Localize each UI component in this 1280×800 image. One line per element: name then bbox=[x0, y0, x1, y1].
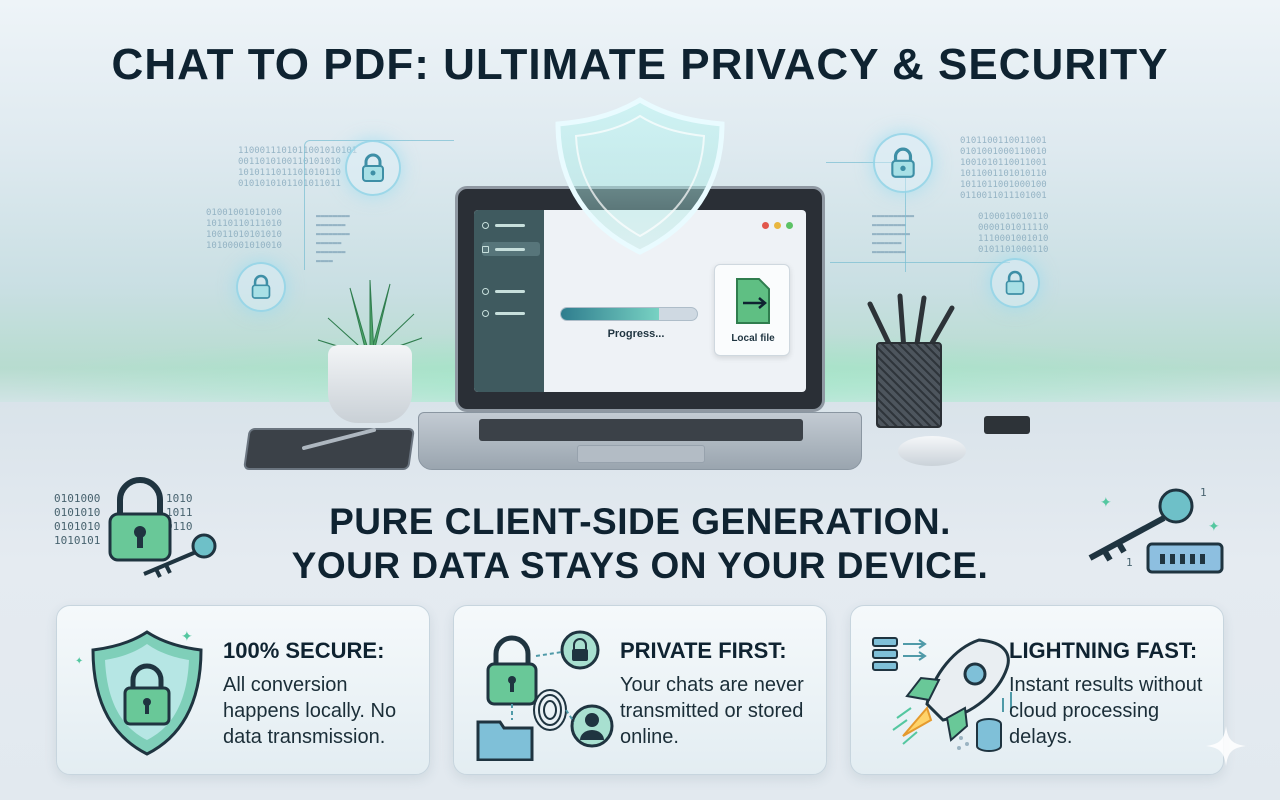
feature-text: All conversion happens locally. No data … bbox=[223, 674, 397, 748]
laptop-trackpad bbox=[577, 445, 705, 463]
file-icon bbox=[482, 245, 489, 253]
window-close-button[interactable] bbox=[762, 222, 769, 229]
lock-icon bbox=[873, 133, 933, 193]
laptop-base bbox=[418, 412, 862, 470]
feature-title: LIGHTNING FAST: bbox=[1009, 638, 1198, 663]
circuit-line bbox=[830, 262, 1010, 263]
sparkle-icon: ✦ bbox=[1208, 518, 1220, 534]
shield-icon bbox=[555, 97, 725, 255]
lock-icon bbox=[236, 262, 286, 312]
feature-card-private: PRIVATE FIRST: Your chats are never tran… bbox=[453, 605, 827, 775]
feature-card-secure: ✦ ✦ 100% SECURE: All conversion happens … bbox=[56, 605, 430, 775]
binary-stream-decoration: 0100010010110 0000101011110 111000100101… bbox=[978, 212, 1049, 255]
globe-icon bbox=[482, 221, 489, 229]
sidebar-item[interactable] bbox=[482, 220, 540, 230]
sidebar-item[interactable] bbox=[482, 308, 540, 318]
sparkle-icon: ✦ bbox=[1100, 494, 1112, 510]
local-file-card[interactable]: Local file bbox=[714, 264, 790, 356]
binary-stream-decoration: ▬▬▬▬▬▬▬▬▬▬ ▬▬▬▬▬▬▬▬ ▬▬▬▬▬▬▬▬▬ ▬▬▬▬▬▬▬ ▬▬… bbox=[872, 212, 915, 256]
privacy-network-icon bbox=[476, 630, 614, 761]
stylus-icon bbox=[302, 428, 376, 450]
binary-digit: 1 bbox=[1200, 486, 1207, 499]
laptop-keyboard bbox=[479, 419, 803, 441]
sidebar-label-line bbox=[495, 289, 525, 293]
tagline: PURE CLIENT-SIDE GENERATION. YOUR DATA S… bbox=[260, 500, 1020, 588]
gear-icon bbox=[482, 309, 489, 317]
sparkle-icon: ✦ bbox=[181, 628, 193, 644]
sidebar-item-active[interactable] bbox=[482, 242, 540, 256]
tagline-line-1: PURE CLIENT-SIDE GENERATION. bbox=[329, 501, 951, 542]
sparkle-star-icon bbox=[1206, 726, 1246, 766]
sidebar-label-line bbox=[495, 247, 525, 251]
pencil-cup bbox=[876, 342, 942, 428]
binary-text: 0101000 0101010 0101010 1010101 bbox=[54, 492, 101, 547]
sidebar-item[interactable] bbox=[482, 286, 540, 296]
lock-icon bbox=[990, 258, 1040, 308]
key-device-icon bbox=[1088, 488, 1224, 574]
feature-title: PRIVATE FIRST: bbox=[620, 638, 787, 663]
binary-stream-decoration: ▬▬▬▬▬▬▬▬ ▬▬▬▬▬▬▬ ▬▬▬▬▬▬▬▬ ▬▬▬▬▬▬ ▬▬▬▬▬▬▬… bbox=[316, 212, 350, 265]
binary-stream-decoration: 01001001010100 10110110111010 1001101010… bbox=[206, 208, 282, 251]
tagline-line-2: YOUR DATA STAYS ON YOUR DEVICE. bbox=[291, 545, 989, 586]
sidebar-label-line bbox=[495, 223, 525, 227]
app-sidebar bbox=[474, 210, 544, 392]
circuit-line bbox=[826, 162, 906, 272]
rocket-icon bbox=[872, 637, 1012, 753]
settings-icon bbox=[482, 287, 489, 295]
binary-digit: 1 bbox=[1126, 556, 1133, 569]
computer-mouse bbox=[898, 436, 966, 466]
shield-lock-icon bbox=[91, 630, 203, 756]
feature-card-fast: LIGHTNING FAST: Instant results without … bbox=[850, 605, 1224, 775]
feature-text: Your chats are never transmitted or stor… bbox=[620, 674, 804, 748]
binary-stream-decoration: 1100011101011001010101 00110101001101010… bbox=[238, 146, 358, 189]
feature-title: 100% SECURE: bbox=[223, 638, 385, 663]
local-file-label: Local file bbox=[731, 333, 775, 344]
padlock-key-icon bbox=[108, 477, 217, 578]
usb-drive bbox=[984, 416, 1030, 434]
feature-text: Instant results without cloud processing… bbox=[1009, 674, 1203, 748]
sparkle-icon: ✦ bbox=[75, 656, 84, 667]
binary-stream-decoration: 0101100110011001 0101001000110010 100101… bbox=[960, 136, 1047, 201]
window-minimize-button[interactable] bbox=[774, 222, 781, 229]
progress-label: Progress... bbox=[607, 328, 665, 340]
progress-bar-fill bbox=[561, 308, 659, 320]
page-title: CHAT TO PDF: ULTIMATE PRIVACY & SECURITY bbox=[111, 40, 1169, 89]
file-export-icon bbox=[736, 278, 770, 324]
progress-bar bbox=[560, 307, 698, 321]
window-maximize-button[interactable] bbox=[786, 222, 793, 229]
lock-icon bbox=[345, 140, 401, 196]
sidebar-label-line bbox=[495, 311, 525, 315]
plant-pot bbox=[328, 345, 412, 423]
binary-text: 1010 1011 0110 bbox=[166, 492, 193, 533]
